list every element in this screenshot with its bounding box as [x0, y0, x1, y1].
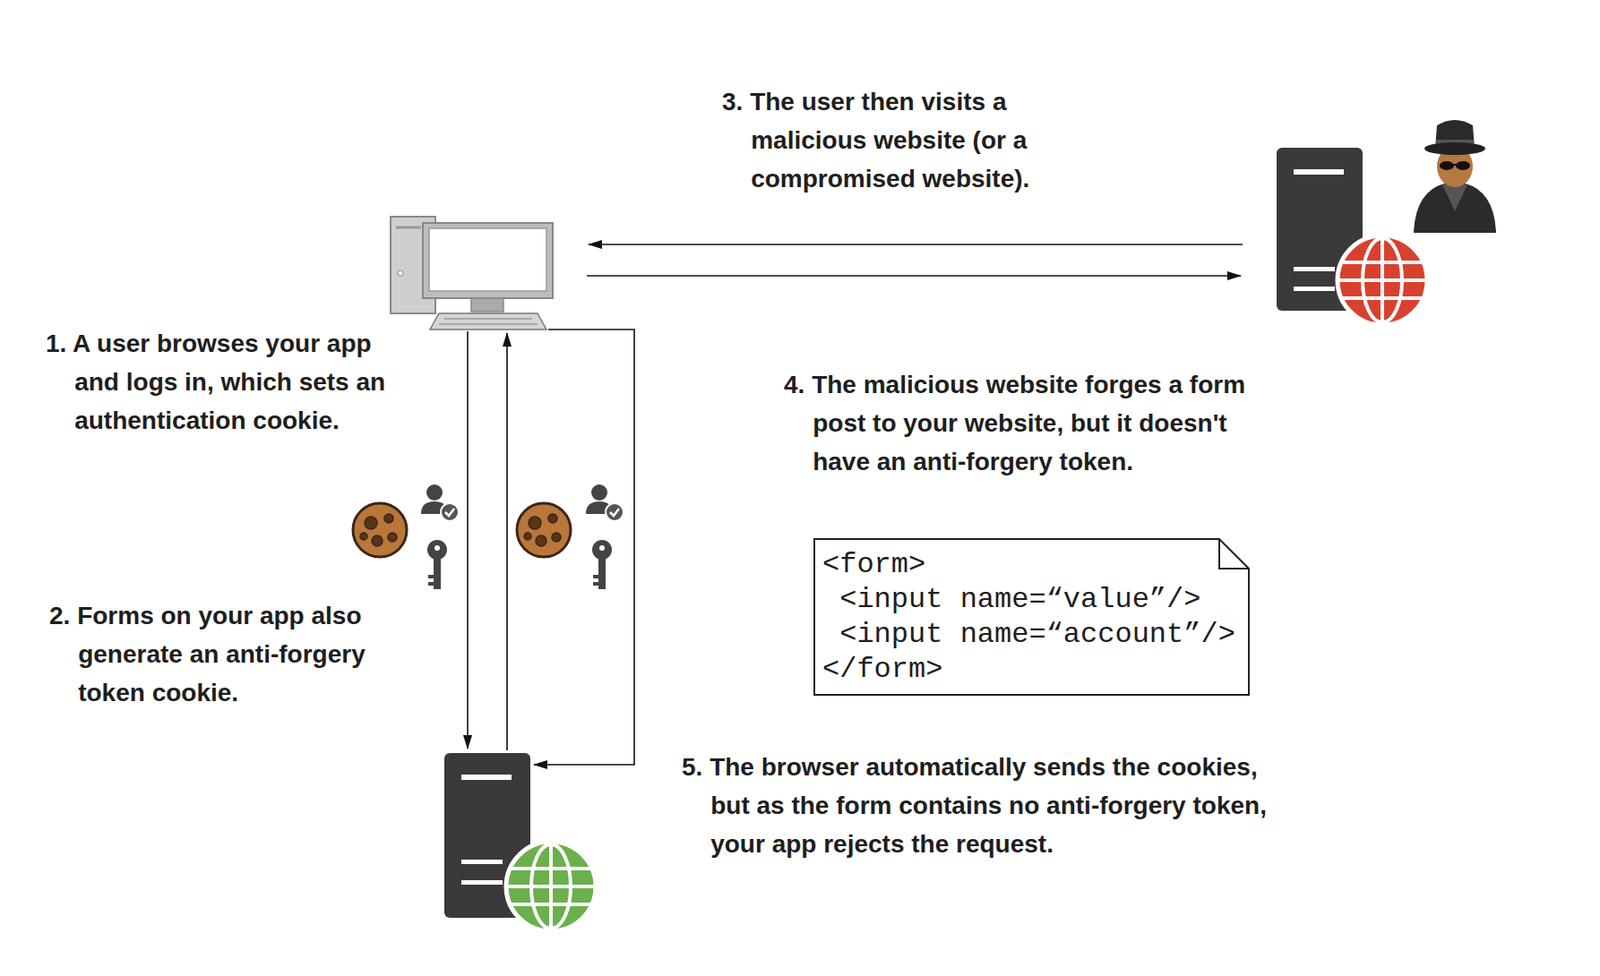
user-check-icon — [421, 484, 459, 522]
key-icon-part — [592, 540, 612, 560]
green-globe-part — [506, 842, 596, 932]
cookie-icon-part — [384, 514, 394, 524]
cookie-icon-part — [364, 516, 378, 530]
user-check-icon — [585, 484, 624, 522]
key-icon-part — [428, 582, 434, 586]
attacker-figure — [1413, 120, 1497, 233]
computer-icon-part — [422, 223, 553, 299]
app-server-part — [461, 774, 512, 781]
key-icon-part — [427, 540, 448, 560]
green-globe-part — [510, 867, 592, 871]
red-globe-part — [1341, 296, 1423, 301]
attacker-figure-part — [1424, 142, 1486, 155]
code-line: </form> — [822, 652, 943, 688]
callout-text: 2. Forms on your app also generate an an… — [49, 596, 417, 713]
user-check-icon-part — [440, 503, 459, 522]
red-globe-part — [1337, 235, 1428, 326]
key-icon-part — [593, 575, 599, 579]
green-globe — [506, 842, 596, 932]
key-icon-part — [599, 545, 605, 551]
malicious-server-part — [1293, 266, 1335, 272]
malicious-server-part — [1293, 286, 1335, 292]
code-line: <input name=“value”/> — [822, 582, 1201, 618]
code-note: <form><input name=“value”/><input name=“… — [813, 538, 1250, 697]
callout-text: 3. The user then visits a malicious webs… — [722, 82, 1126, 198]
cookie-icon-part — [371, 535, 383, 547]
key-icon-part — [593, 582, 599, 586]
callout-text: 4. The malicious website forges a form p… — [783, 365, 1268, 482]
cookie-icon-part — [387, 533, 397, 542]
user-check-icon-part — [445, 508, 455, 517]
cookie-icon-part — [548, 514, 558, 524]
cookie-icon — [352, 503, 407, 558]
key-icon — [427, 540, 448, 590]
callout-text: 1. A user browses your app and logs in, … — [45, 324, 422, 440]
key-icon — [592, 540, 612, 590]
user-check-icon-part — [591, 484, 608, 501]
computer-icon-part — [471, 298, 504, 312]
computer-icon-part — [429, 228, 547, 292]
cookie-icon-part — [516, 503, 571, 558]
note-fold — [1219, 539, 1249, 569]
attacker-figure-part — [1442, 184, 1468, 212]
green-globe-part — [510, 903, 592, 907]
code-line: <form> — [822, 547, 926, 583]
key-icon-part — [434, 545, 440, 551]
cookie-icon — [516, 503, 571, 558]
flow-arrows-part — [506, 333, 508, 751]
attacker-figure-part — [1413, 183, 1497, 233]
cookie-icon-part — [528, 516, 542, 530]
app-server-part — [461, 880, 503, 886]
attacker-figure-part — [1451, 163, 1459, 166]
computer-icon-part — [395, 226, 422, 230]
malicious-server-part — [1293, 169, 1344, 175]
code-line: <input name=“account”/> — [822, 617, 1236, 653]
key-icon-part — [433, 557, 441, 590]
cookie-icon-part — [352, 503, 407, 558]
callout-text: 5. The browser automatically sends the c… — [681, 748, 1282, 864]
red-globe-part — [1341, 260, 1423, 265]
user-check-icon-part — [610, 508, 620, 517]
computer-icon-part — [430, 313, 547, 330]
flow-arrows-part — [533, 329, 635, 766]
key-icon-part — [598, 557, 606, 590]
computer-icon-part — [438, 323, 538, 326]
cookie-icon-part — [524, 533, 532, 541]
cookie-icon-part — [551, 533, 561, 542]
flow-arrows-part — [588, 243, 1243, 246]
green-globe-part — [507, 885, 594, 889]
key-icon-part — [428, 575, 434, 579]
computer-icon — [390, 216, 553, 330]
note-border — [814, 539, 1249, 696]
computer-icon-part — [397, 270, 404, 276]
red-globe — [1337, 235, 1428, 326]
flow-arrows-part — [586, 275, 1241, 277]
user-check-icon-part — [605, 503, 624, 522]
user-check-icon-part — [426, 484, 443, 501]
cookie-icon-part — [360, 533, 368, 541]
app-server-part — [461, 860, 503, 865]
cookie-icon-part — [535, 535, 547, 547]
computer-icon-part — [444, 318, 533, 320]
flow-arrows-part — [466, 331, 469, 749]
red-globe-part — [1339, 278, 1426, 283]
